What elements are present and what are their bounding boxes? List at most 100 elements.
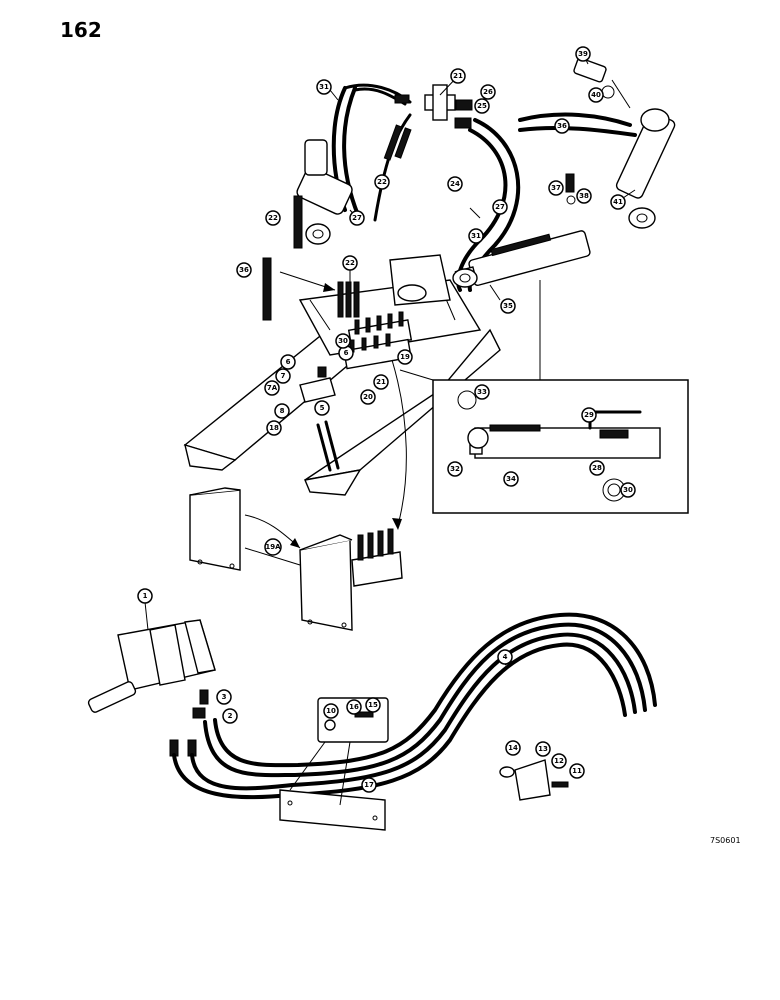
callout-27: 27 [349, 210, 365, 226]
callout-4: 4 [497, 649, 513, 665]
callout-28: 28 [589, 460, 605, 476]
svg-text:24: 24 [450, 180, 460, 188]
svg-text:14: 14 [508, 744, 518, 752]
callout-38: 38 [576, 188, 592, 204]
callout-10: 10 [323, 703, 339, 719]
svg-text:11: 11 [572, 767, 582, 775]
svg-text:12: 12 [554, 757, 564, 765]
svg-text:10: 10 [326, 707, 336, 715]
svg-text:27: 27 [495, 203, 505, 211]
upper-left-cylinder [296, 124, 412, 245]
svg-text:3: 3 [222, 693, 227, 701]
callout-6: 6 [280, 354, 296, 370]
svg-text:19A: 19A [265, 543, 281, 551]
callout-2: 2 [222, 708, 238, 724]
callout-18: 18 [266, 420, 282, 436]
callout-7A: 7A [264, 380, 280, 396]
svg-text:35: 35 [503, 302, 513, 310]
callout-13: 13 [535, 741, 551, 757]
control-valve [87, 619, 216, 757]
elbow-fitting [573, 57, 631, 109]
callout-20: 20 [360, 389, 376, 405]
svg-text:22: 22 [377, 178, 387, 186]
callout-14: 14 [505, 740, 521, 756]
callout-30: 30 [620, 482, 636, 498]
svg-text:40: 40 [591, 91, 601, 99]
lower-hoses [172, 612, 657, 831]
svg-text:1: 1 [143, 592, 148, 600]
svg-text:41: 41 [613, 198, 623, 206]
svg-text:30: 30 [623, 486, 633, 494]
callout-layer: 31 21 26 25 22 24 27 27 22 31 35 36 22 3… [137, 46, 636, 793]
callout-5: 5 [314, 400, 330, 416]
callout-31: 31 [468, 228, 484, 244]
callout-31: 31 [316, 79, 332, 95]
callout-22: 22 [342, 255, 358, 271]
callout-41: 41 [610, 194, 626, 210]
svg-text:39: 39 [578, 50, 588, 58]
svg-text:27: 27 [352, 214, 362, 222]
callout-22: 22 [374, 174, 390, 190]
svg-text:7A: 7A [267, 384, 278, 392]
cylinder-detail-inset [399, 280, 689, 514]
svg-text:13: 13 [538, 745, 548, 753]
svg-text:16: 16 [349, 703, 359, 711]
svg-text:19: 19 [400, 353, 410, 361]
fitting-36 [262, 257, 272, 321]
callout-11: 11 [569, 763, 585, 779]
svg-text:15: 15 [368, 701, 378, 709]
callout-27: 27 [492, 199, 508, 215]
callout-19A: 19A [264, 538, 282, 556]
svg-text:28: 28 [592, 464, 602, 472]
svg-text:18: 18 [269, 424, 279, 432]
callout-29: 29 [581, 407, 597, 423]
svg-text:30: 30 [338, 337, 348, 345]
callout-35: 35 [500, 298, 516, 314]
boom-cylinder [452, 230, 591, 288]
svg-text:29: 29 [584, 411, 594, 419]
callout-21: 21 [373, 374, 389, 390]
svg-text:22: 22 [268, 214, 278, 222]
page-number: 162 [60, 18, 102, 42]
callout-8: 8 [274, 403, 290, 419]
callout-19: 19 [397, 349, 413, 365]
svg-text:31: 31 [471, 232, 481, 240]
svg-text:21: 21 [376, 378, 386, 386]
svg-text:38: 38 [579, 192, 589, 200]
svg-text:32: 32 [450, 465, 460, 473]
svg-text:8: 8 [280, 407, 285, 415]
svg-text:20: 20 [363, 393, 373, 401]
fitting-37 [565, 173, 575, 193]
callout-36: 36 [236, 262, 252, 278]
callout-25: 25 [474, 98, 490, 114]
svg-text:6: 6 [344, 349, 349, 357]
callout-1: 1 [137, 588, 153, 604]
callout-39: 39 [575, 46, 591, 62]
callout-16: 16 [346, 699, 362, 715]
svg-text:4: 4 [503, 653, 508, 661]
callout-40: 40 [588, 87, 604, 103]
callout-17: 17 [361, 777, 377, 793]
valve-covers [189, 359, 407, 631]
svg-text:2: 2 [228, 712, 233, 720]
callout-3: 3 [216, 689, 232, 705]
svg-text:17: 17 [364, 781, 374, 789]
callout-12: 12 [551, 753, 567, 769]
callout-34: 34 [503, 471, 519, 487]
callout-36: 36 [554, 118, 570, 134]
callout-22: 22 [265, 210, 281, 226]
svg-text:33: 33 [477, 388, 487, 396]
svg-text:5: 5 [320, 404, 325, 412]
svg-text:25: 25 [477, 102, 487, 110]
callout-26: 26 [480, 84, 496, 100]
figure-code: 7S0601 [710, 836, 741, 845]
svg-text:36: 36 [557, 122, 567, 130]
callout-15: 15 [365, 697, 381, 713]
lift-cylinder [615, 108, 676, 229]
svg-text:36: 36 [239, 266, 249, 274]
callout-37: 37 [548, 180, 564, 196]
callout-7: 7 [275, 368, 291, 384]
callout-24: 24 [447, 176, 463, 192]
callout-21: 21 [450, 68, 466, 84]
fitting-22 [293, 195, 303, 249]
